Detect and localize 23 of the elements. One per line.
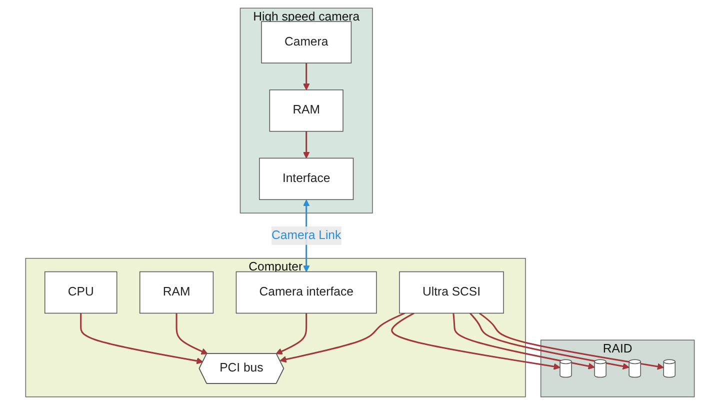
arrow [80,313,204,364]
arrow [280,312,406,363]
node-box: CPU [44,271,118,314]
node-box: Ultra SCSI [399,271,504,314]
node-cylinder [594,359,606,378]
node-box: RAM [139,271,214,314]
node-cylinder [663,359,676,378]
arrow [391,312,560,370]
arrow [176,313,208,354]
edge-label: Camera Link [272,228,342,242]
arrow [276,313,308,354]
arrow [470,312,630,370]
arrow [302,63,310,90]
node-cylinder [560,359,572,378]
arrow [452,313,595,370]
node-box: Camera interface [236,271,377,314]
node-cylinder [628,359,641,378]
arrow [478,312,664,370]
cluster: RAID [540,340,695,398]
node-box: RAM [269,90,344,132]
node-box: Camera [261,21,352,64]
node-box: Interface [259,158,354,200]
arrow [302,131,310,158]
